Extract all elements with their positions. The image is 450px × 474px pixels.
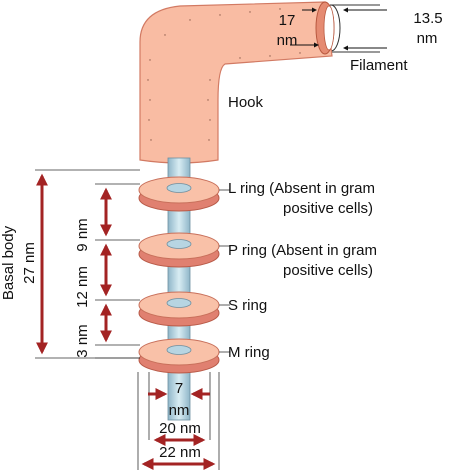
basal-body-label-line2: 27 nm — [21, 242, 38, 284]
width-22-label: 22 nm — [159, 444, 201, 461]
hook-stipple — [147, 8, 301, 141]
hook-label: Hook — [228, 94, 264, 111]
hook-diameter-unit: nm — [276, 32, 298, 49]
l-ring — [138, 176, 220, 212]
p-ring-label-line2: positive cells) — [283, 262, 374, 279]
filament-diameter-value: 13.5 — [413, 10, 443, 27]
m-ring-label: M ring — [228, 344, 270, 361]
l-ring-label-line1: L ring (Absent in gram — [228, 180, 376, 197]
leader-arrows — [290, 7, 387, 51]
gap-lp-label: 9 nm — [74, 218, 91, 252]
s-ring — [138, 291, 220, 327]
m-ring — [138, 338, 220, 374]
gap-ps-label: 12 nm — [74, 266, 91, 308]
hook-diameter-value: 17 — [278, 12, 296, 29]
basal-body-label-line1: Basal body — [0, 225, 17, 301]
dimension-arrows — [36, 173, 216, 470]
p-ring-label-line1: P ring (Absent in gram — [228, 242, 377, 259]
hook-shape — [139, 1, 333, 164]
rod-width-value: 7 — [174, 380, 184, 397]
p-ring — [138, 232, 220, 268]
extension-lines — [35, 169, 230, 470]
filament-diameter-unit: nm — [416, 30, 438, 47]
filament-label: Filament — [350, 57, 408, 74]
l-ring-label-line2: positive cells) — [283, 200, 374, 217]
s-ring-label: S ring — [228, 297, 268, 314]
gap-sm-label: 3 nm — [74, 324, 91, 358]
rod-width-unit: nm — [168, 402, 190, 419]
width-20-label: 20 nm — [159, 420, 201, 437]
